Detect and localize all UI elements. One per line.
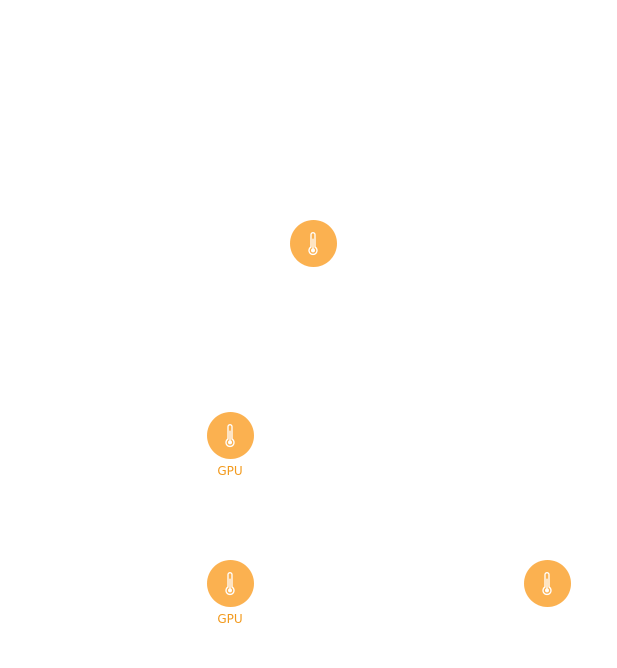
sensor-node-gpu-1[interactable]: GPU <box>190 412 270 478</box>
sensor-node-circle[interactable] <box>523 560 571 607</box>
thermometer-icon <box>222 423 238 449</box>
sensor-node-circle[interactable] <box>289 220 337 267</box>
node-label: GPU <box>217 612 243 626</box>
sensor-node-4[interactable] <box>507 560 587 607</box>
thermometer-icon <box>305 231 321 257</box>
sensor-node-gpu-2[interactable]: GPU <box>190 560 270 626</box>
sensor-node-circle[interactable] <box>206 412 254 459</box>
thermometer-icon <box>222 571 238 597</box>
node-label: GPU <box>217 464 243 478</box>
thermometer-icon <box>539 571 555 597</box>
sensor-node-1[interactable] <box>273 220 353 267</box>
sensor-node-circle[interactable] <box>206 560 254 607</box>
